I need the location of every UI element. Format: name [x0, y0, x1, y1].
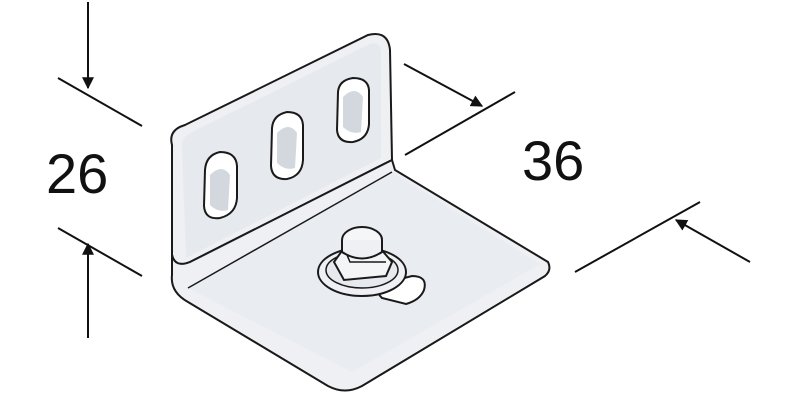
depth-dimension	[403, 63, 751, 273]
depth-extension-bottom	[574, 201, 701, 273]
depth-arrow-top	[403, 63, 484, 107]
depth-extension-top	[404, 91, 516, 156]
height-extension-bottom	[57, 227, 143, 277]
depth-label: 36	[522, 129, 584, 192]
depth-arrow-bottom	[674, 219, 751, 263]
height-label: 26	[46, 142, 108, 205]
bolt-assembly	[317, 226, 426, 306]
plate-slots	[202, 76, 370, 220]
height-dimension	[57, 2, 143, 338]
height-extension-top	[57, 77, 143, 127]
